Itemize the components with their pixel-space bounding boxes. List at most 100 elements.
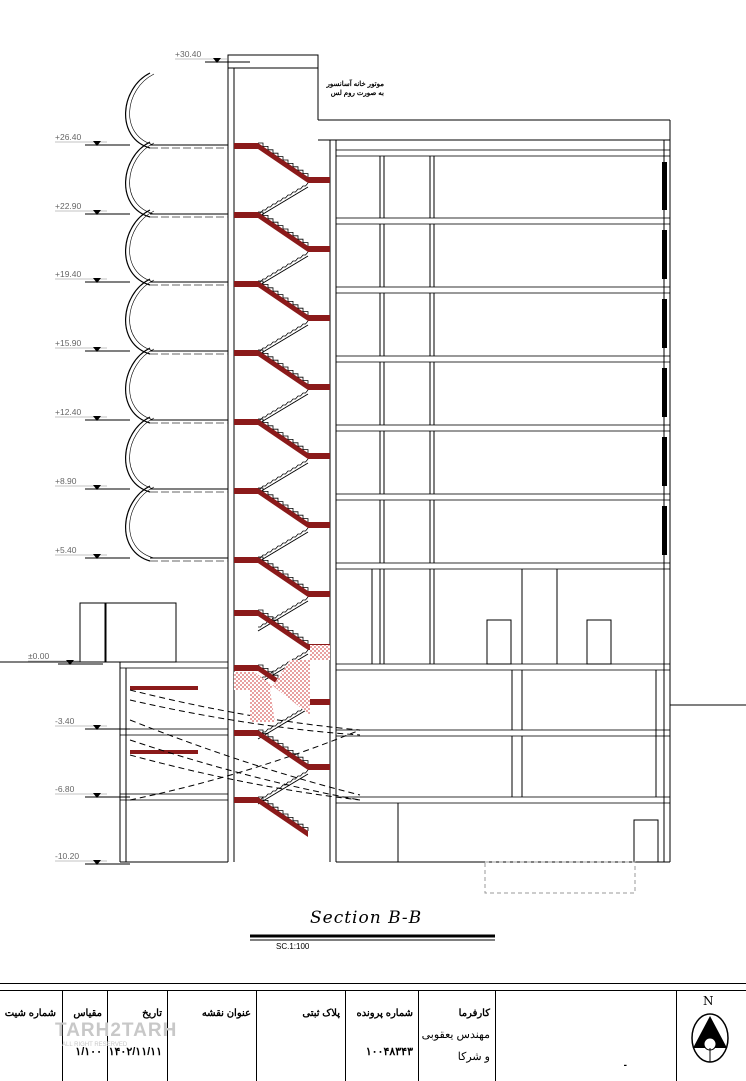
north-arrow-icon — [691, 1013, 729, 1063]
stair-landing — [234, 488, 258, 494]
stair-landing — [308, 699, 330, 705]
level-marker-icon — [93, 725, 101, 730]
balcony-curve — [125, 416, 151, 493]
stair-steps — [258, 556, 309, 591]
cell-scale: مقیاس ۱/۱۰۰ — [62, 990, 108, 1081]
stair-landing — [308, 384, 330, 390]
stair-return-line — [257, 600, 309, 632]
level-label: +8.90 — [55, 476, 77, 486]
level-marker-icon — [93, 860, 101, 865]
stair-landing — [234, 281, 258, 287]
stair-return-flight — [258, 320, 309, 352]
stair-flight — [258, 143, 308, 183]
stair-return-line — [257, 255, 309, 287]
scale-value: ۱/۱۰۰ — [75, 1046, 102, 1058]
stair-landing — [234, 419, 258, 425]
basement-slab — [119, 661, 229, 669]
file-no-value: ۱۰۰۴۸۳۴۳ — [365, 1046, 413, 1058]
ramp-dashed-line — [129, 719, 361, 796]
stair-return-line — [257, 186, 309, 218]
level-marker-icon — [93, 347, 101, 352]
stair-return-line — [257, 653, 309, 685]
level-marker-icon — [213, 58, 221, 63]
stair-flight — [258, 610, 308, 650]
balcony-curve-inner — [129, 142, 155, 215]
level-label: +12.40 — [55, 407, 82, 417]
balcony-curve — [125, 72, 151, 149]
date-label: تاریخ — [142, 1008, 162, 1019]
cell-drawing-title: عنوان نقشه — [167, 990, 257, 1081]
stair-return-flight — [258, 704, 309, 736]
stair-steps — [258, 418, 309, 453]
level-marker-icon — [93, 485, 101, 490]
stair-landing — [234, 143, 258, 149]
ramp-section — [130, 750, 198, 754]
level-marker-icon — [93, 416, 101, 421]
stair-steps — [258, 609, 309, 644]
elevator-room-note: موتور خانه آسانسور به صورت روم لس — [322, 80, 385, 98]
window — [662, 368, 667, 417]
window — [662, 162, 667, 210]
title-block-band — [0, 990, 746, 991]
stair-return-flight — [258, 596, 309, 628]
stair-flight — [258, 419, 308, 459]
stair-landing — [234, 212, 258, 218]
level-marker-icon — [93, 141, 101, 146]
stair-landing — [234, 557, 258, 563]
section-scale: SC.1:100 — [276, 942, 310, 951]
level-marker-icon — [66, 660, 74, 665]
stair-return-flight — [258, 251, 309, 283]
plate-label: پلاک ثبتی — [302, 1008, 340, 1019]
stair-flight — [258, 350, 308, 390]
stair-landing — [308, 246, 330, 252]
level-label: +26.40 — [55, 132, 82, 142]
north-label: N — [703, 994, 714, 1008]
ramp-dashed-line — [129, 729, 361, 801]
balcony-curve-inner — [129, 210, 155, 283]
level-label: +22.90 — [55, 201, 82, 211]
stair-steps — [258, 211, 309, 246]
balcony-curve-inner — [129, 73, 155, 146]
ramp-dashed-line — [129, 689, 361, 731]
stair-landing — [308, 764, 330, 770]
floor-slab — [335, 729, 671, 737]
note-line-1: موتور خانه آسانسور — [326, 81, 385, 88]
pit-dashed — [484, 861, 636, 894]
sheet-no-label: شماره شیت — [4, 1008, 56, 1019]
stair-landing — [234, 797, 258, 803]
level-label: -3.40 — [55, 716, 75, 726]
window — [662, 506, 667, 555]
stair-return-line — [257, 393, 309, 425]
floor-slab — [335, 562, 671, 570]
note-line-2: به صورت روم لس — [330, 90, 384, 97]
stair-return-flight — [258, 527, 309, 559]
blank-value: - — [623, 1060, 627, 1071]
floor-slab — [335, 493, 671, 501]
stair-landing — [308, 177, 330, 183]
balcony-curve-inner — [129, 417, 155, 490]
stair-flight — [258, 797, 308, 837]
stair-return-flight — [258, 458, 309, 490]
cell-blank: - — [495, 990, 677, 1081]
stair-flight — [258, 730, 308, 770]
stair-return-flight — [258, 389, 309, 421]
title-underline — [250, 934, 495, 941]
stair-landing — [308, 315, 330, 321]
entry-box — [79, 602, 106, 663]
balcony-curve — [125, 141, 151, 218]
floor-slab — [335, 149, 671, 157]
stair-flight — [258, 488, 308, 528]
floor-slab — [335, 355, 671, 363]
balcony-curve — [125, 485, 151, 562]
stair-steps — [258, 142, 309, 177]
level-label: +5.40 — [55, 545, 77, 555]
level-label: -6.80 — [55, 784, 75, 794]
basement-slab — [119, 728, 229, 736]
stair-landing — [234, 350, 258, 356]
stair-return-line — [257, 708, 309, 740]
level-marker-icon — [93, 278, 101, 283]
stair-flight — [258, 281, 308, 321]
stair-return-line — [257, 462, 309, 494]
basement-slab — [119, 793, 229, 801]
floor-slab — [335, 663, 671, 671]
